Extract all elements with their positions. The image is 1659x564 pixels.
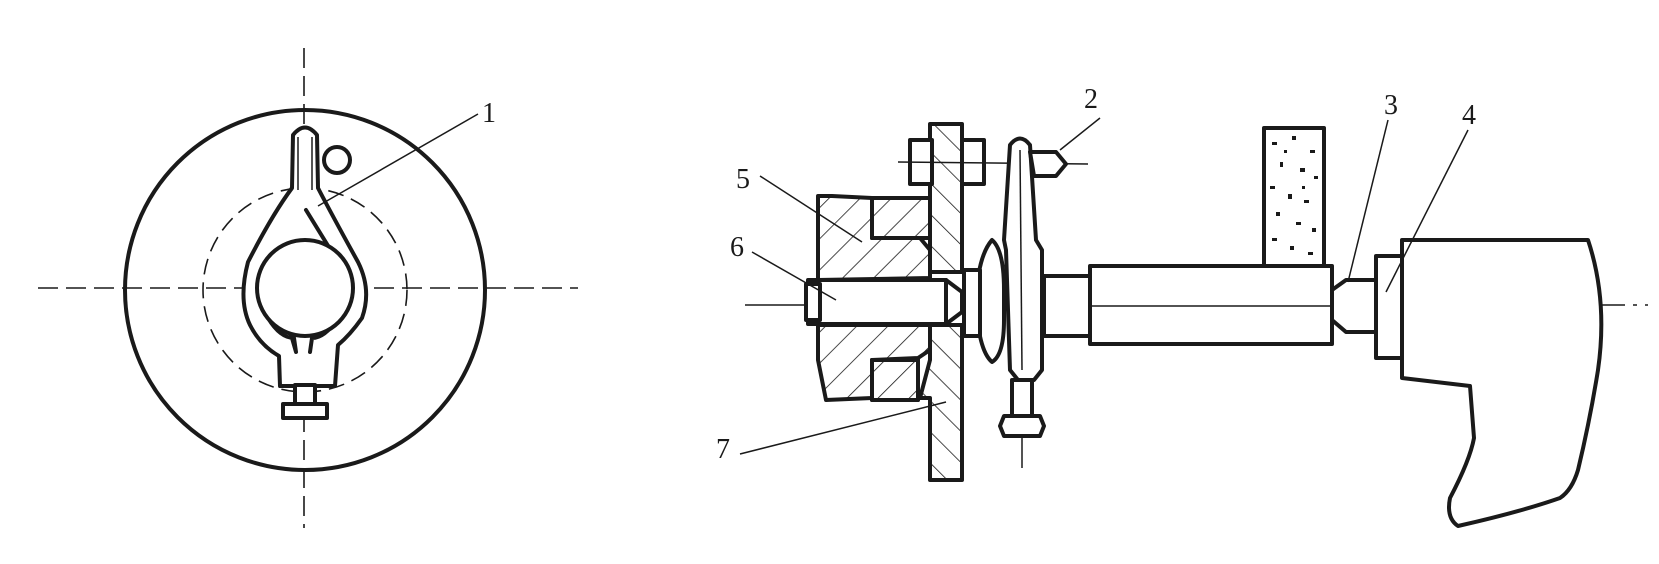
callout-1-label: 1 xyxy=(482,98,496,129)
dog-side-slot xyxy=(1019,149,1023,371)
clamp-screw-head xyxy=(281,402,329,420)
side-view: 2 3 4 5 6 7 xyxy=(716,84,1648,528)
callout-3-leader xyxy=(1347,119,1389,283)
faceplate-disc xyxy=(123,108,487,472)
flange-step-lower-hatch xyxy=(870,358,920,402)
callout-4-label: 4 xyxy=(1462,100,1476,131)
dog-tail xyxy=(1028,150,1068,178)
workpiece-section xyxy=(255,238,355,338)
callout-7-label: 7 xyxy=(716,434,730,465)
clamp-ring-spacer xyxy=(962,268,982,338)
mandrel-nose xyxy=(944,278,964,326)
tailstock-body xyxy=(1400,238,1604,528)
callout-6-leader xyxy=(751,251,837,301)
callout-3-label: 3 xyxy=(1384,90,1398,121)
callout-7-leader xyxy=(739,401,947,455)
mandrel-end xyxy=(804,282,822,322)
tailstock-quill xyxy=(1374,254,1404,360)
locating-pin xyxy=(322,145,352,175)
end-view: 1 xyxy=(38,48,578,528)
dog-side-screw-head xyxy=(998,414,1046,438)
callout-2-label: 2 xyxy=(1084,84,1098,115)
grinding-wheel xyxy=(1262,126,1326,268)
grinding-wheel-grit xyxy=(1270,136,1318,255)
callout-4-leader xyxy=(1385,129,1469,293)
dog-side-body xyxy=(1002,136,1044,382)
workpiece-neck xyxy=(1042,274,1092,338)
tailstock-center xyxy=(1330,278,1378,334)
callout-5-leader xyxy=(759,175,863,243)
workpiece-body xyxy=(1088,264,1334,346)
flange-hub-upper-hatch xyxy=(870,196,932,240)
callout-2-leader xyxy=(1059,117,1101,151)
mandrel-shaft xyxy=(806,278,948,326)
callout-6-label: 6 xyxy=(730,232,744,263)
callout-5-label: 5 xyxy=(736,164,750,195)
callout-1-leader xyxy=(317,113,479,207)
dog-side-screw xyxy=(1010,378,1034,418)
